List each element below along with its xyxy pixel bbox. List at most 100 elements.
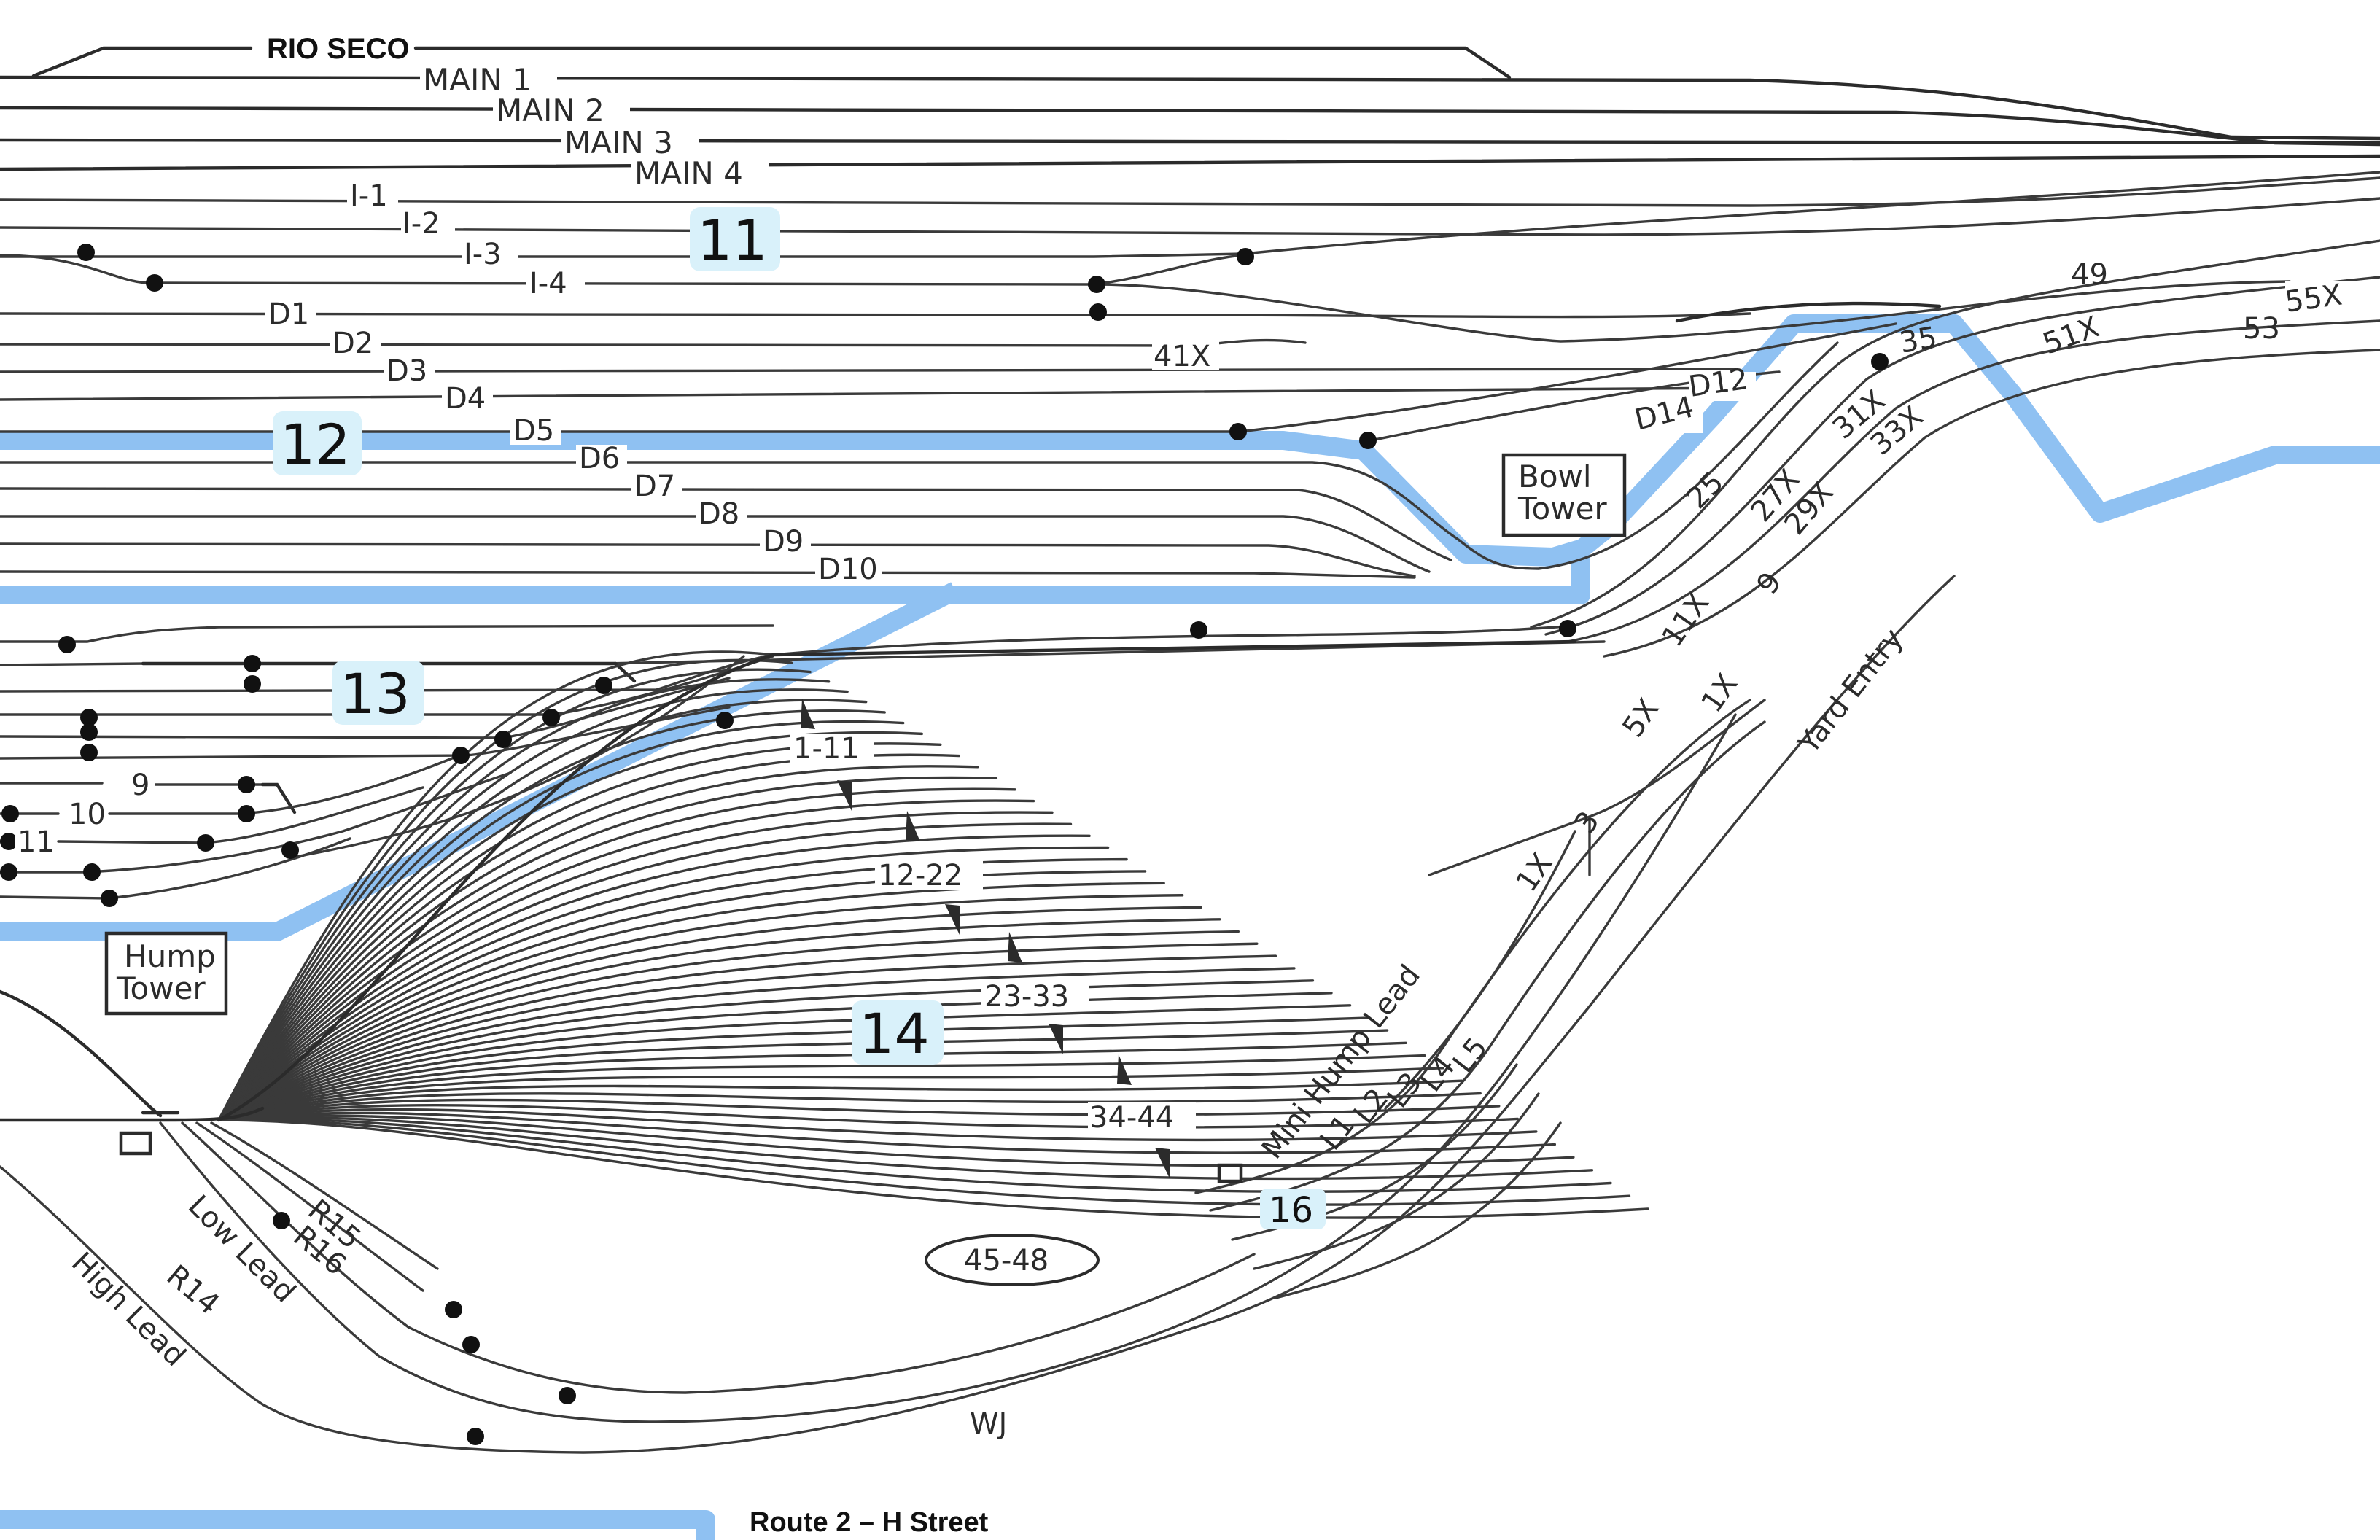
switch-dot [452, 747, 470, 764]
switch-dot [1089, 303, 1107, 321]
bowl-track [217, 822, 1073, 1121]
switch-dot [467, 1428, 484, 1445]
bowl-track [217, 1054, 1426, 1121]
switch-dot [1190, 621, 1208, 639]
bowl-track [217, 942, 1259, 1121]
switch-dot [1359, 432, 1377, 449]
bowl-track [217, 1104, 1519, 1129]
switch-25-label: 25 [1681, 466, 1731, 516]
switch-dot [83, 863, 101, 881]
bowl-track [217, 834, 1091, 1121]
switch-dot [80, 744, 98, 761]
wj-label: WJ [970, 1407, 1007, 1441]
switch-dot [273, 1212, 290, 1229]
bowl-track [217, 799, 1035, 1121]
switch-dot [559, 1387, 576, 1404]
main-2-label: MAIN 2 [496, 93, 604, 128]
switch-dot [80, 709, 98, 726]
hump-leads [0, 575, 1956, 1454]
main-track-labels: MAIN 1 MAIN 2 MAIN 3 MAIN 4 [420, 62, 769, 191]
switch-dot [716, 712, 734, 729]
group-34-44-arrow-down [1155, 1148, 1170, 1178]
group-12-22-label: 12-22 [878, 859, 962, 892]
bowl-track [217, 1004, 1352, 1121]
bowl-track [217, 699, 868, 1121]
switch-55x-label: 55X [2283, 278, 2344, 319]
r14-label: R14 [160, 1259, 226, 1321]
switch-35-label: 35 [1897, 321, 1940, 360]
d7-label: D7 [634, 470, 675, 503]
switch-dot [146, 274, 163, 292]
switch-dot [542, 709, 560, 726]
switch-number-labels: 41X 49 55X 51X 53 35 31X 33X 25 27X 29X … [1152, 258, 2355, 898]
bowl-track [217, 811, 1054, 1121]
switch-1x-upper-label: 1X [1695, 668, 1745, 719]
switch-points [0, 244, 1889, 1445]
bowl-track [217, 1029, 1389, 1121]
d10-label: D10 [818, 553, 878, 586]
switch-53-label: 53 [2243, 312, 2280, 346]
bowl-upper-edge [217, 639, 1577, 1122]
switch-dot [462, 1336, 480, 1353]
group-23-33-arrow-down [1049, 1024, 1063, 1054]
bowl-track [217, 765, 979, 1121]
bowl-track [217, 1111, 1557, 1154]
bowl-track [217, 1116, 1594, 1181]
main-1-label: MAIN 1 [423, 62, 532, 98]
hump-crest-marker [119, 1131, 152, 1156]
switch-dot [281, 841, 299, 859]
bowl-track [217, 1092, 1482, 1121]
zone-13-label: 13 [340, 661, 411, 726]
bowl-track [217, 1016, 1370, 1121]
bowl-track [217, 1098, 1501, 1121]
zone-badges: 11 12 13 14 16 [273, 207, 1326, 1231]
group-34-44-arrow-up [1117, 1054, 1132, 1085]
bowl-track [217, 1108, 1538, 1142]
bowl-track [217, 1114, 1575, 1167]
switch-dot [244, 655, 261, 672]
switch-dot [0, 833, 18, 850]
switch-dot [1088, 276, 1105, 293]
group-12-22-arrow-down [945, 904, 960, 935]
track-9-label: 9 [131, 769, 149, 802]
area-name-label: RIO SECO [267, 33, 410, 65]
i-3-label: I-3 [464, 238, 502, 271]
bowl-track [217, 709, 886, 1121]
yard-entry-label: Yard Entry [1792, 622, 1910, 761]
bowl-tower: Bowl Tower [1501, 453, 1627, 537]
switch-1x-lower-label: 1X [1510, 847, 1560, 898]
i-2-label: I-2 [402, 207, 440, 241]
bowl-track [217, 954, 1278, 1121]
rio-seco-bracket: RIO SECO [31, 33, 1512, 79]
switch-dot [244, 675, 261, 693]
i-4-label: I-4 [529, 267, 567, 300]
bowl-track [217, 731, 923, 1121]
d9-label: D9 [763, 525, 804, 559]
group-23-33-arrow-up [1008, 932, 1022, 962]
bowl-track [217, 930, 1240, 1121]
bowl-track [217, 906, 1202, 1121]
hump-tower-line2: Tower [116, 971, 206, 1006]
departure-track-labels: D1 D2 D3 D4 D5 D6 D7 D8 D9 D10 D12 D14 [265, 298, 1756, 586]
bowl-track [217, 668, 812, 1121]
departure-tracks [0, 301, 1942, 579]
bowl-track [217, 918, 1221, 1121]
classification-bowl [217, 639, 1649, 1219]
switch-dot [101, 890, 118, 907]
hump-tower: Hump Tower [104, 931, 228, 1016]
d5-label: D5 [513, 414, 554, 448]
d6-label: D6 [579, 442, 620, 475]
group-23-33-label: 23-33 [984, 980, 1069, 1014]
bowl-track [217, 776, 998, 1121]
bowl-track [217, 1067, 1444, 1121]
switch-dot [595, 677, 612, 694]
bowl-track [217, 720, 905, 1121]
switch-dot [197, 834, 214, 852]
switch-49-label: 49 [2071, 258, 2108, 292]
group-45-48-label: 45-48 [964, 1244, 1049, 1278]
high-lead-label: High Lead [65, 1246, 192, 1373]
lead-labels: Low Lead High Lead Mini Hump Lead Yard E… [65, 622, 1910, 1441]
bowl-track [217, 967, 1296, 1121]
main-4-label: MAIN 4 [634, 155, 743, 191]
